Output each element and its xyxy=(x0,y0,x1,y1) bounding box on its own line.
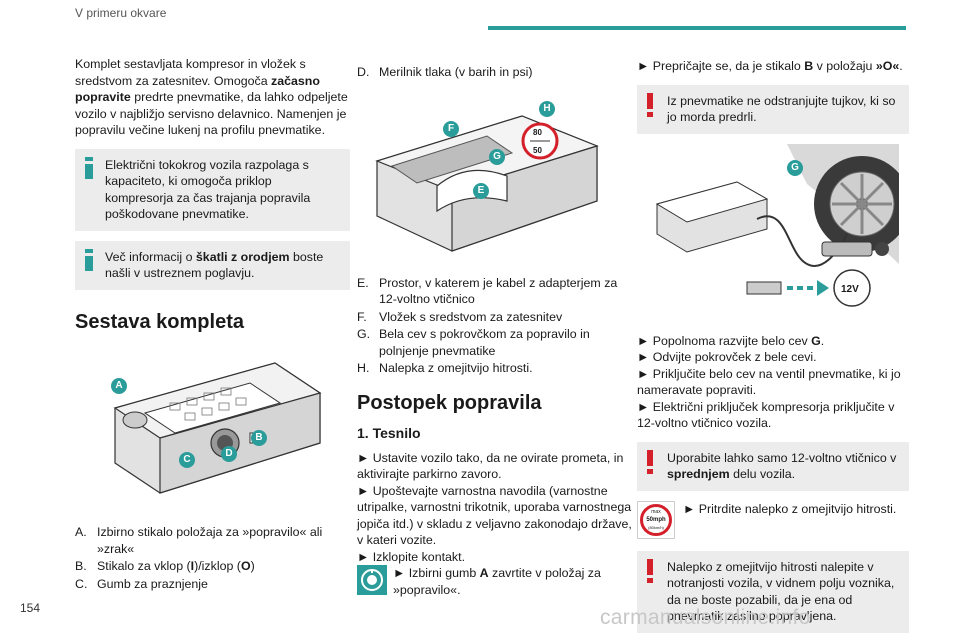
arrow-bullet-icon: ► xyxy=(683,501,696,516)
list-item: F. Vložek s sredstvom za zatesnitev xyxy=(357,309,563,324)
label-b: B xyxy=(251,430,267,446)
label-f: F xyxy=(443,120,459,137)
info-note: Električni tokokrog vozila razpolaga s k… xyxy=(75,148,350,231)
watermark: carmanualsonline.info xyxy=(600,606,811,629)
arrow-bullet-icon: ► xyxy=(357,450,370,465)
arrow-bullet-icon: ► xyxy=(637,59,650,73)
label-c: C xyxy=(179,452,195,468)
warning-note: Iz pnevmatike ne odstranjujte tujkov, ki… xyxy=(637,84,909,134)
label-h: H xyxy=(539,100,555,117)
label-a: A xyxy=(111,378,127,394)
subsection-heading: 1. Tesnilo xyxy=(357,425,421,441)
section-heading: Postopek popravila xyxy=(357,391,542,414)
info-icon xyxy=(85,248,93,271)
arrow-bullet-icon: ► xyxy=(637,333,650,348)
step-list: ► Popolnoma razvijte belo cev G. ► Odvij… xyxy=(637,333,909,432)
step: ► Priključite belo cev na ventil pnevmat… xyxy=(637,366,901,398)
component-list: A. Izbirno stikalo položaja za »popravil… xyxy=(75,524,350,592)
label-g: G xyxy=(489,148,505,165)
column-3: ► Prepričajte se, da je stikalo B v polo… xyxy=(637,56,910,640)
rotary-knob-icon xyxy=(357,565,387,595)
intro-paragraph: Komplet sestavljata kompresor in vložek … xyxy=(75,57,348,137)
list-item: E. Prostor, v katerem je kabel z adapter… xyxy=(357,275,618,307)
column-2: D. Merilnik tlaka (v barih in psi) H F G… xyxy=(357,56,632,598)
sticker-bottom-value: 50 xyxy=(533,145,542,155)
step: ► Izklopite kontakt. xyxy=(357,549,466,564)
section-heading: Sestava kompleta xyxy=(75,310,244,333)
arrow-bullet-icon: ► xyxy=(357,483,370,498)
step: ► Prepričajte se, da je stikalo B v polo… xyxy=(637,59,903,73)
list-item: C. Gumb za praznjenje xyxy=(75,576,208,591)
page-number: 154 xyxy=(20,601,41,615)
connection-figure: G 12V xyxy=(637,143,910,319)
kit-figure: A B C D xyxy=(75,348,325,498)
sticker-top-value: 80 xyxy=(533,127,542,137)
list-item: G. Bela cev s pokrovčkom za popravilo in… xyxy=(357,327,590,358)
list-item: H. Nalepka z omejitvijo hitrosti. xyxy=(357,361,533,375)
step: ► Električni priključek kompresorja prik… xyxy=(637,399,895,431)
compressor-kit-illustration xyxy=(113,362,322,494)
step: ► Upoštevajte varnostna navodila (varnos… xyxy=(357,483,632,548)
arrow-bullet-icon: ► xyxy=(393,566,406,580)
label-d: D xyxy=(221,446,237,462)
header-accent-bar xyxy=(488,26,906,30)
arrow-bullet-icon: ► xyxy=(637,366,650,381)
info-note: Več informacij o škatli z orodjem boste … xyxy=(75,240,350,290)
step-with-icon: ► Izbirni gumb A zavrtite v položaj za »… xyxy=(357,565,632,598)
step-with-icon: max 50mph (80km/h) ► Pritrdite nalepko z… xyxy=(637,500,909,541)
warning-note: Nalepko z omejitvijo hitrosti nalepite v… xyxy=(637,550,909,633)
warning-icon xyxy=(647,558,653,583)
socket-label: 12V xyxy=(841,283,859,295)
arrow-bullet-icon: ► xyxy=(637,350,650,364)
warning-icon xyxy=(647,449,653,474)
step: ► Ustavite vozilo tako, da ne ovirate pr… xyxy=(357,450,624,482)
chapter-title: V primeru okvare xyxy=(75,6,167,20)
warning-note: Uporabite lahko samo 12-voltno vtičnico … xyxy=(637,441,909,491)
step: ► Odvijte pokrovček z bele cevi. xyxy=(637,350,817,364)
kit-inside-figure: H F G E 80 50 xyxy=(357,91,607,261)
arrow-bullet-icon: ► xyxy=(357,549,370,564)
column-1: Komplet sestavljata kompresor in vložek … xyxy=(75,56,350,593)
step: ► Popolnoma razvijte belo cev G. xyxy=(637,333,825,348)
speed-sticker-icon: max 50mph (80km/h) xyxy=(637,500,675,539)
list-item: D. Merilnik tlaka (v barih in psi) xyxy=(357,65,533,79)
tyre-connection-illustration xyxy=(655,143,910,307)
label-g: G xyxy=(787,159,803,176)
arrow-bullet-icon: ► xyxy=(637,399,650,414)
list-item: B. Stikalo za vklop (I)/izklop (O) xyxy=(75,559,255,573)
info-icon xyxy=(85,156,93,179)
list-item: A. Izbirno stikalo položaja za »popravil… xyxy=(75,525,323,556)
component-list: E. Prostor, v katerem je kabel z adapter… xyxy=(357,275,632,377)
kit-compartment-illustration xyxy=(375,114,599,252)
warning-icon xyxy=(647,92,653,117)
label-e: E xyxy=(473,182,489,199)
